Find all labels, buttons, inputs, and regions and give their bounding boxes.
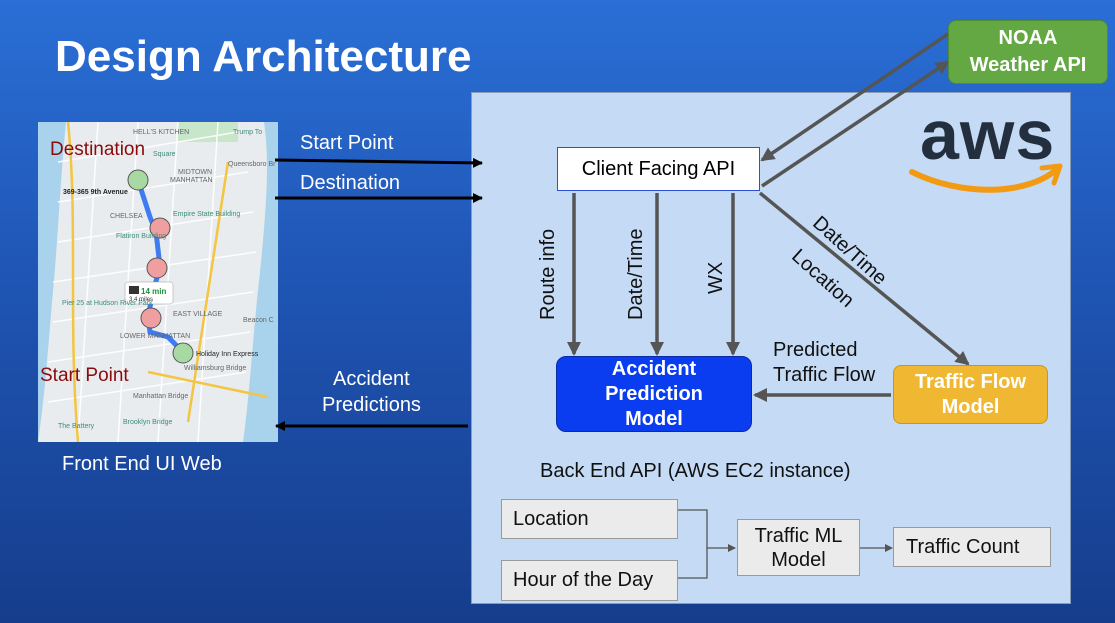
route-time: 14 min <box>141 287 166 296</box>
accident-model-line: Model <box>625 407 683 430</box>
map-label: Empire State Building <box>173 211 240 218</box>
accident-prediction-model-box: Accident Prediction Model <box>556 356 752 432</box>
map-label: CHELSEA <box>110 213 143 220</box>
map-destination-label: Destination <box>50 139 146 160</box>
arrow-label-destination: Destination <box>300 172 401 194</box>
map-label: The Battery <box>58 423 95 430</box>
traffic-ml-model-box: Traffic ML Model <box>737 519 860 576</box>
map-label: Holiday Inn Express <box>196 351 259 358</box>
map-label: Square <box>153 151 176 158</box>
route-map: HELL'S KITCHEN Trump To Square Queensbor… <box>38 122 278 442</box>
aws-smile-icon <box>909 167 1059 193</box>
noaa-line: NOAA <box>998 27 1058 49</box>
edge-label-date-time: Date/Time <box>625 228 647 320</box>
route-distance: 3.4 miles <box>129 297 153 303</box>
accident-model-line: Prediction <box>605 382 703 405</box>
ml-model-line: Model <box>771 548 826 571</box>
map-label: Williamsburg Bridge <box>184 365 246 372</box>
map-label: 369-365 9th Avenue <box>63 189 128 196</box>
aws-logo: aws <box>920 96 1056 174</box>
noaa-line: Weather API <box>969 54 1087 76</box>
frontend-label: Front End UI Web <box>62 453 222 475</box>
accident-model-line: Accident <box>611 357 697 380</box>
map-label: Flatiron Building <box>116 233 166 240</box>
map-label: Queensboro Br <box>228 161 276 168</box>
traffic-flow-line: Traffic Flow <box>914 370 1027 393</box>
edge-label-route-info: Route info <box>537 228 559 320</box>
ml-input-hour: Hour of the Day <box>501 560 678 601</box>
ml-model-line: Traffic ML <box>754 524 843 547</box>
map-label: Beacon C <box>243 317 274 324</box>
map-label: HELL'S KITCHEN <box>133 129 189 136</box>
noaa-weather-api-box: NOAA Weather API <box>948 20 1108 84</box>
client-facing-api-box: Client Facing API <box>557 147 760 191</box>
arrow-label-accident: Accident <box>333 368 410 390</box>
map-label: Brooklyn Bridge <box>123 419 173 426</box>
page-title: Design Architecture <box>55 32 472 81</box>
map-label: Trump To <box>233 129 262 136</box>
map-graphic: HELL'S KITCHEN Trump To Square Queensbor… <box>38 122 278 442</box>
edge-label-wx: WX <box>705 261 727 294</box>
map-label: EAST VILLAGE <box>173 311 223 318</box>
map-label: MANHATTAN <box>170 177 213 184</box>
map-start-label: Start Point <box>40 365 129 386</box>
map-label: MIDTOWN <box>178 169 212 176</box>
arrow-label-predictions: Predictions <box>322 394 421 416</box>
traffic-count-box: Traffic Count <box>893 527 1051 567</box>
edge-label-traffic-flow: Traffic Flow <box>773 364 876 386</box>
arrow-label-start-point: Start Point <box>300 132 394 154</box>
map-label: LOWER MANHATTAN <box>120 333 190 340</box>
map-label: Manhattan Bridge <box>133 393 188 400</box>
traffic-flow-line: Model <box>941 395 1000 418</box>
backend-label: Back End API (AWS EC2 instance) <box>540 460 851 482</box>
ml-input-location: Location <box>501 499 678 539</box>
edge-label-predicted: Predicted <box>773 339 858 361</box>
traffic-flow-model-box: Traffic Flow Model <box>893 365 1048 424</box>
map-label: Pier 25 at Hudson River Park <box>62 300 153 307</box>
